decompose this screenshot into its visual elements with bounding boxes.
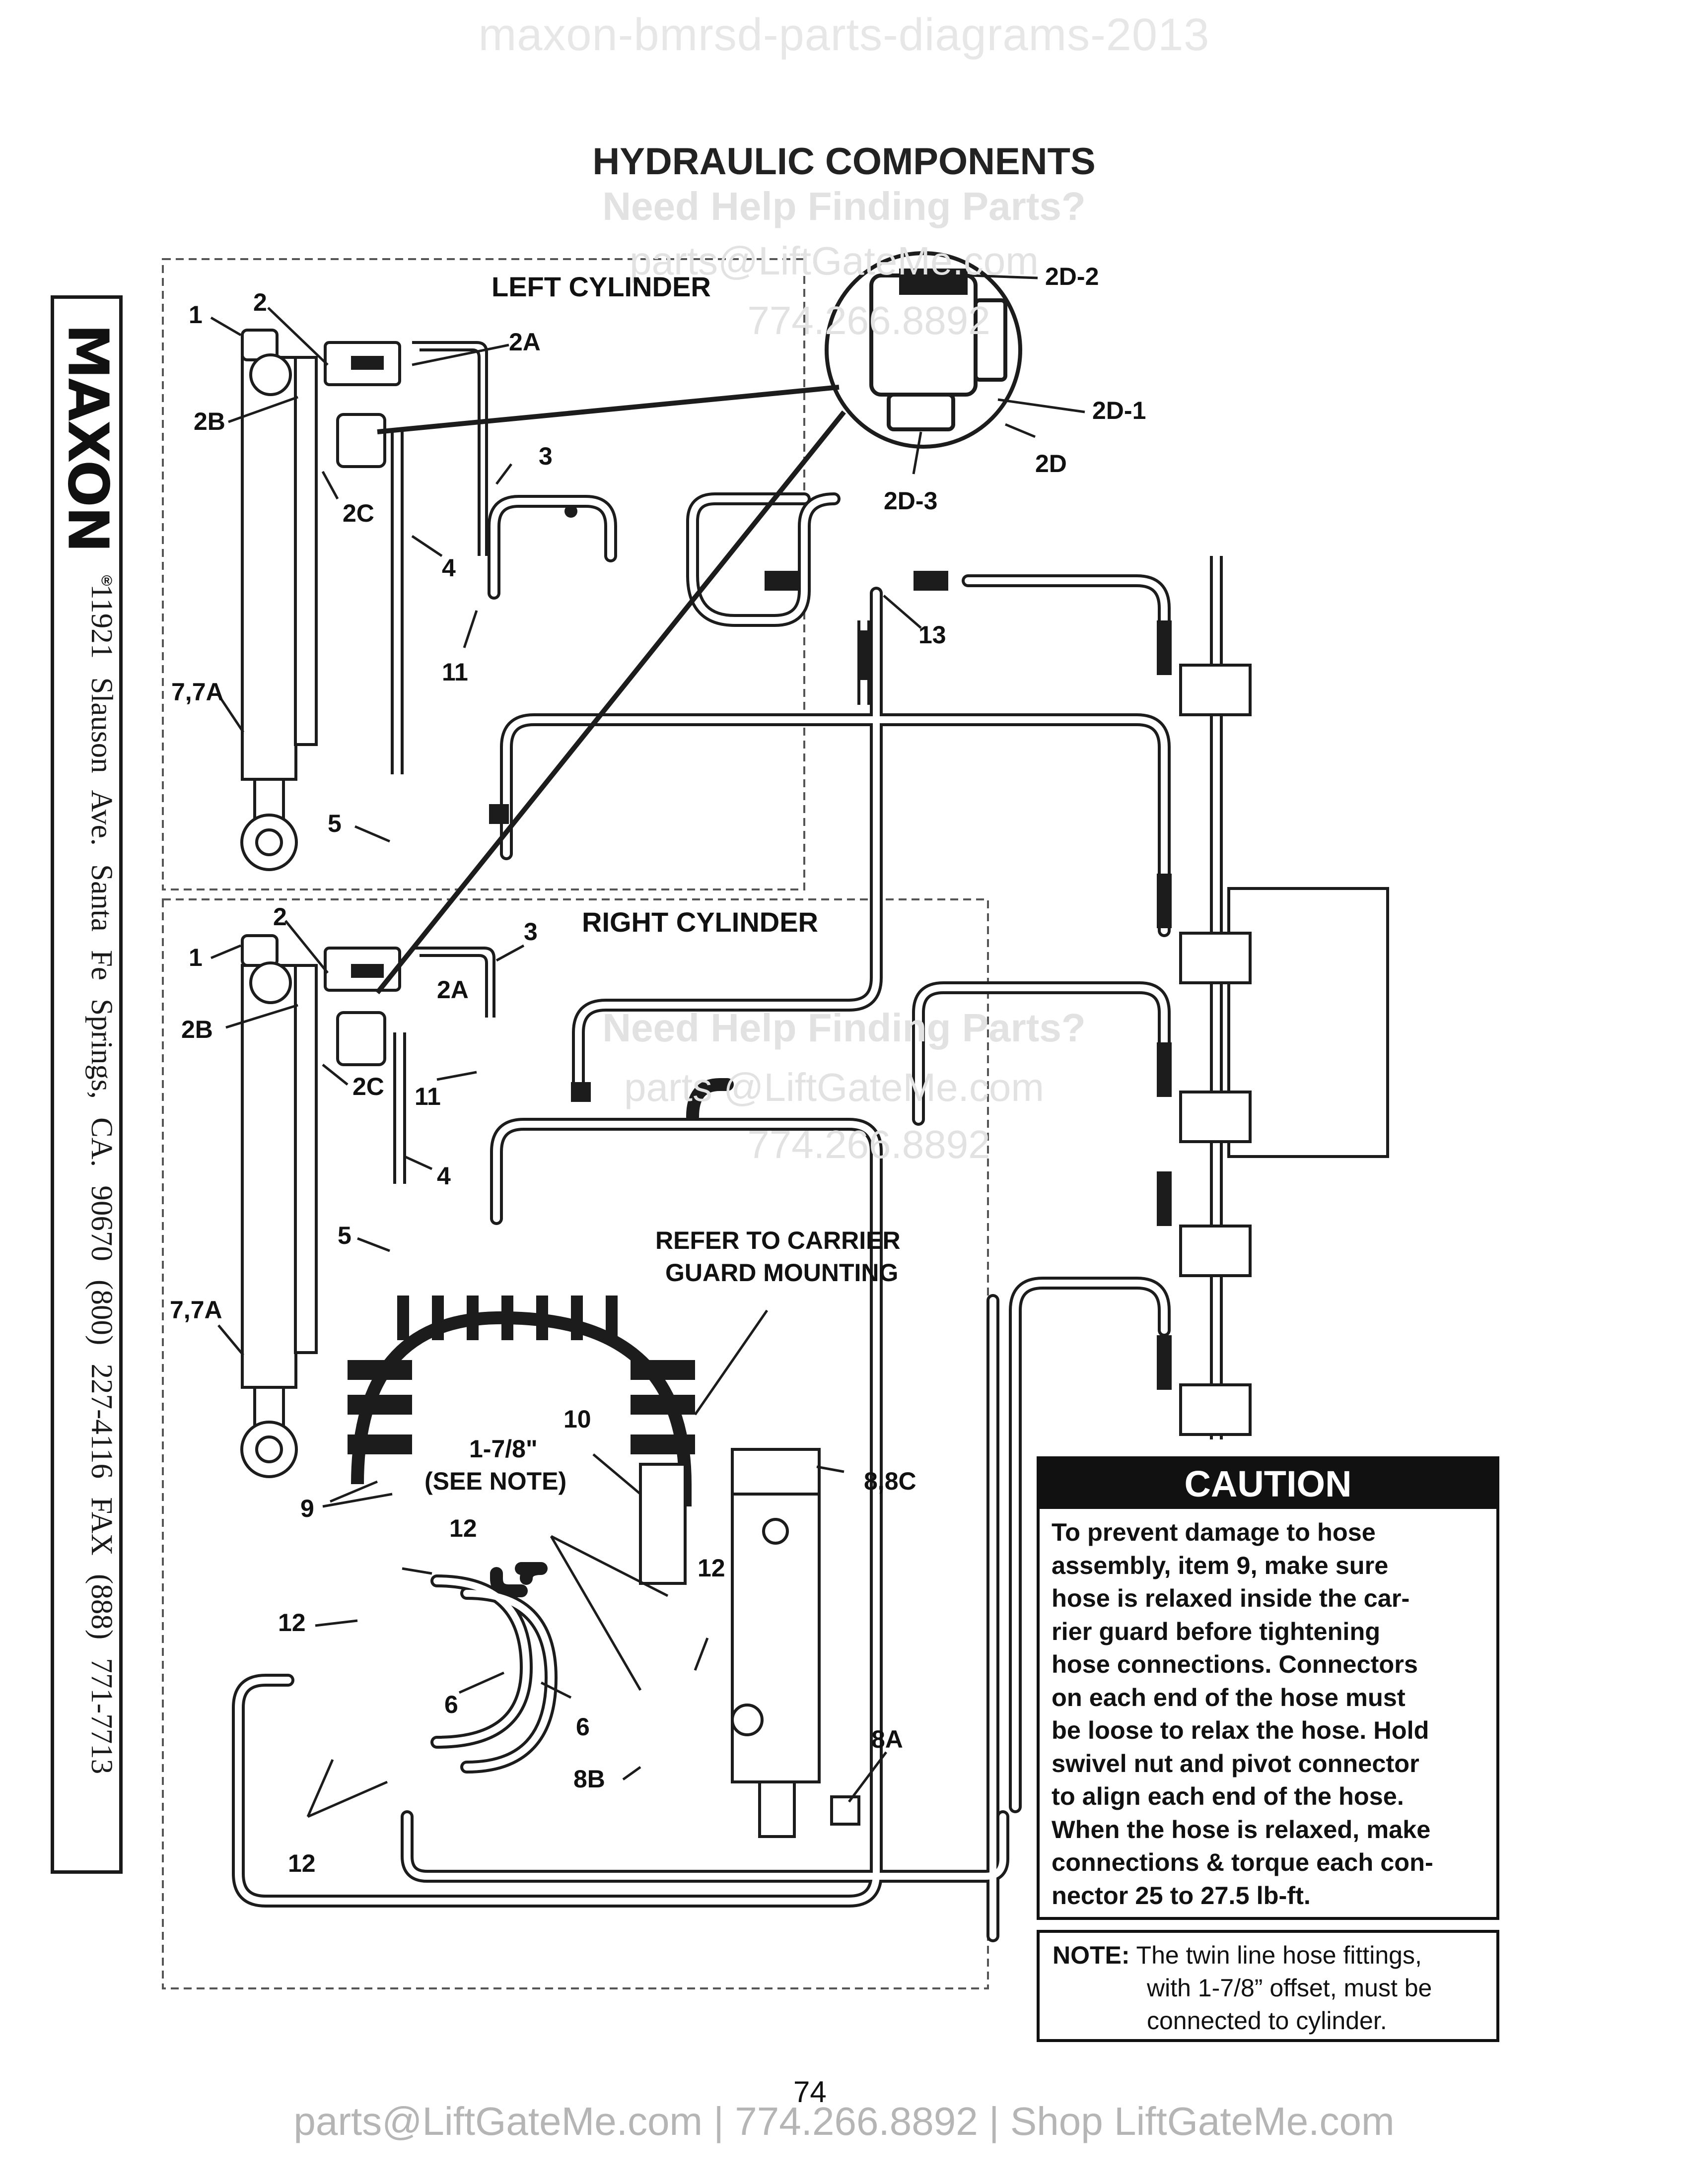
callout-right-11: 11 xyxy=(415,1083,441,1110)
offset-label-line2: (SEE NOTE) xyxy=(424,1467,567,1495)
watermark-phone-1: 774.266.8892 xyxy=(747,298,990,342)
caution-panel: CAUTION To prevent damage to hose assemb… xyxy=(1037,1456,1499,1920)
callout-12-b: 12 xyxy=(278,1609,306,1637)
callout-8a: 8A xyxy=(871,1725,903,1753)
offset-label-line1: 1-7/8" xyxy=(469,1435,538,1463)
callout-right-5: 5 xyxy=(338,1222,352,1249)
callout-10: 10 xyxy=(563,1405,591,1433)
callout-6-a: 6 xyxy=(444,1691,458,1718)
caution-text: To prevent damage to hose assembly, item… xyxy=(1040,1509,1496,1919)
callout-left-2: 2 xyxy=(253,288,267,316)
left-cylinder-label: LEFT CYLINDER xyxy=(492,271,711,302)
callout-2d-1: 2D-1 xyxy=(1092,397,1146,424)
refer-label-line1: REFER TO CARRIER xyxy=(655,1227,901,1254)
company-sidebar: MAXON ® 11921 Slauson Ave. Santa Fe Spri… xyxy=(51,295,123,1874)
caution-line: rier guard before tightening xyxy=(1052,1617,1381,1645)
callout-9: 9 xyxy=(300,1495,314,1522)
callout-right-3: 3 xyxy=(524,918,538,946)
callout-12-a: 12 xyxy=(449,1514,477,1542)
callout-left-2c: 2C xyxy=(343,499,374,527)
note-line-3: connected to cylinder. xyxy=(1147,2007,1387,2035)
watermark-help-2: Need Help Finding Parts? xyxy=(602,1006,1086,1050)
note-line-2: with 1-7/8” offset, must be xyxy=(1147,1974,1432,2002)
note-panel: NOTE: The twin line hose fittings, with … xyxy=(1037,1930,1499,2042)
callout-right-1: 1 xyxy=(189,944,203,971)
caution-line: to align each end of the hose. xyxy=(1052,1782,1404,1810)
caution-line: assembly, item 9, make sure xyxy=(1052,1551,1389,1579)
page-number: 74 xyxy=(793,2075,827,2109)
top-watermark: maxon-bmrsd-parts-diagrams-2013 xyxy=(478,9,1210,60)
note-label: NOTE: xyxy=(1053,1941,1130,1969)
callout-left-5: 5 xyxy=(328,810,342,837)
callout-2d-3: 2D-3 xyxy=(884,487,938,515)
bulkhead xyxy=(1179,556,1389,1439)
hoses xyxy=(232,492,1171,1942)
watermark-help-1: Need Help Finding Parts? xyxy=(602,184,1086,228)
right-cylinder xyxy=(240,934,318,1478)
company-address: 11921 Slauson Ave. Santa Fe Springs, CA.… xyxy=(85,584,118,1774)
callout-12-c: 12 xyxy=(698,1554,725,1582)
callout-left-77a: 7,7A xyxy=(171,678,224,706)
callout-left-11: 11 xyxy=(442,658,468,686)
callout-right-2b: 2B xyxy=(181,1016,213,1043)
right-cylinder-label: RIGHT CYLINDER xyxy=(582,906,818,938)
brand-logo: MAXON xyxy=(56,309,120,567)
caution-line: connections & torque each con- xyxy=(1052,1848,1433,1876)
page-title: HYDRAULIC COMPONENTS xyxy=(592,140,1096,183)
caution-line: When the hose is relaxed, make xyxy=(1052,1815,1431,1843)
fittings xyxy=(489,571,1172,1390)
callout-2d: 2D xyxy=(1035,450,1067,478)
watermark-phone-2: 774.266.8892 xyxy=(747,1122,990,1166)
carrier-guard-blocks xyxy=(348,1296,695,1454)
callout-left-4: 4 xyxy=(442,554,456,582)
callout-6-b: 6 xyxy=(576,1713,590,1741)
leaders xyxy=(210,274,1085,1818)
caution-line: To prevent damage to hose xyxy=(1052,1518,1376,1546)
footer-contact: parts@LiftGateMe.com | 774.266.8892 | Sh… xyxy=(293,2099,1395,2143)
callout-8-8c: 8,8C xyxy=(864,1467,916,1495)
callout-left-2a: 2A xyxy=(509,328,541,356)
callout-right-2c: 2C xyxy=(352,1073,384,1100)
caution-line: on each end of the hose must xyxy=(1052,1683,1406,1711)
note-line-1: The twin line hose fittings, xyxy=(1136,1941,1422,1969)
callout-13: 13 xyxy=(918,621,946,649)
refer-label-line2: GUARD MOUNTING xyxy=(665,1259,899,1287)
caution-line: hose connections. Connectors xyxy=(1052,1650,1418,1678)
callout-2d-2: 2D-2 xyxy=(1045,263,1099,290)
callout-left-1: 1 xyxy=(189,301,203,329)
valve-detail xyxy=(375,251,1022,995)
callout-12-d: 12 xyxy=(288,1849,316,1877)
caution-line: be loose to relax the hose. Hold xyxy=(1052,1716,1429,1744)
callout-right-77a: 7,7A xyxy=(170,1296,222,1324)
valves xyxy=(324,341,401,1066)
caution-line: swivel nut and pivot connector xyxy=(1052,1749,1419,1777)
left-cylinder xyxy=(240,329,318,871)
caution-line: hose is relaxed inside the car- xyxy=(1052,1584,1410,1612)
registered-mark: ® xyxy=(101,573,113,589)
caution-line: nector 25 to 27.5 lb-ft. xyxy=(1052,1881,1311,1910)
callout-right-4: 4 xyxy=(437,1162,451,1190)
callout-left-2b: 2B xyxy=(194,408,225,435)
callout-8b: 8B xyxy=(573,1765,605,1793)
pump-unit xyxy=(639,1448,860,1838)
watermark-email-2: parts @LiftGateMe.com xyxy=(624,1065,1044,1109)
callout-left-3: 3 xyxy=(539,442,553,470)
callout-right-2: 2 xyxy=(273,903,287,931)
brand-name: MAXON xyxy=(56,324,120,552)
callout-right-2a: 2A xyxy=(437,976,469,1004)
watermark-email-1: parts@LiftGateMe.com xyxy=(630,239,1039,283)
caution-heading: CAUTION xyxy=(1040,1459,1496,1509)
